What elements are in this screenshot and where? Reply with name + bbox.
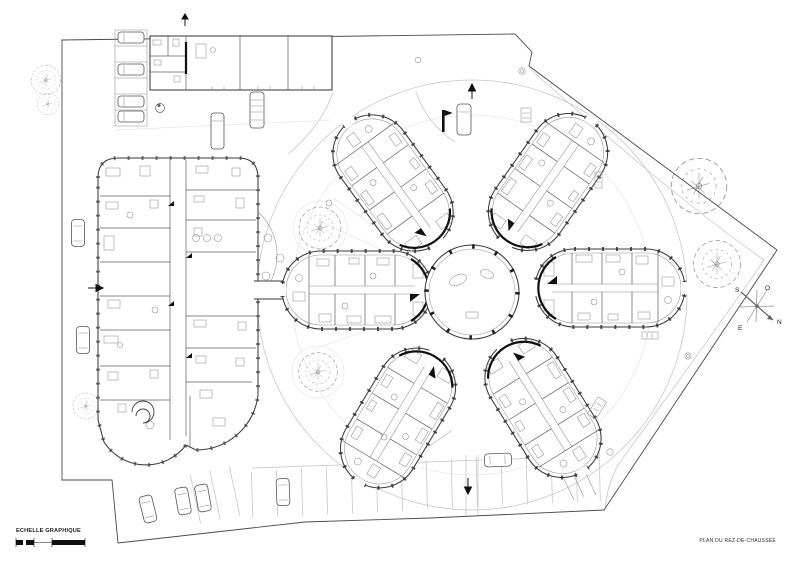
east-path [528,67,765,261]
central-courtyard [424,244,520,340]
bush [36,92,60,116]
tree [693,240,741,288]
entry-van [456,103,472,136]
entrance-arrows [88,13,477,496]
annex-outline [97,157,259,466]
parked-car [173,486,193,516]
petal-west-link-wing [276,249,437,331]
compass-south-label: S [735,287,740,294]
sheet-title: PLAN DU REZ-DE-CHAUSSÉE [699,537,776,544]
bush [31,65,61,95]
dropoff-car [483,452,513,468]
truck [249,91,265,129]
annex-building [96,156,285,467]
petal-north-west [315,96,470,269]
street-car [76,326,90,354]
flower-building [276,92,691,508]
van [210,112,225,150]
petal-east [530,247,691,329]
service-parking [114,29,472,150]
parked-car [193,483,213,513]
street-car [71,219,85,247]
flagpole [442,110,453,132]
compass-west-label: O [765,285,770,292]
service-building [149,35,333,91]
accessible-parking-icon [155,103,165,113]
petal-south-west [321,329,474,508]
petal-south-east [466,319,620,498]
bush [72,392,100,420]
compass-east-label: E [738,325,743,332]
scale-label: ECHELLE GRAPHIQUE [16,528,81,534]
tree [298,352,338,392]
compass-north-label: N [777,319,782,326]
parked-car [275,477,291,507]
site-markers [88,13,692,496]
compass-rose: S O E N [735,285,782,332]
site-boundary [61,33,778,544]
parked-car [138,493,158,525]
scale-bar: ECHELLE GRAPHIQUE [15,528,86,547]
tree [670,157,728,215]
